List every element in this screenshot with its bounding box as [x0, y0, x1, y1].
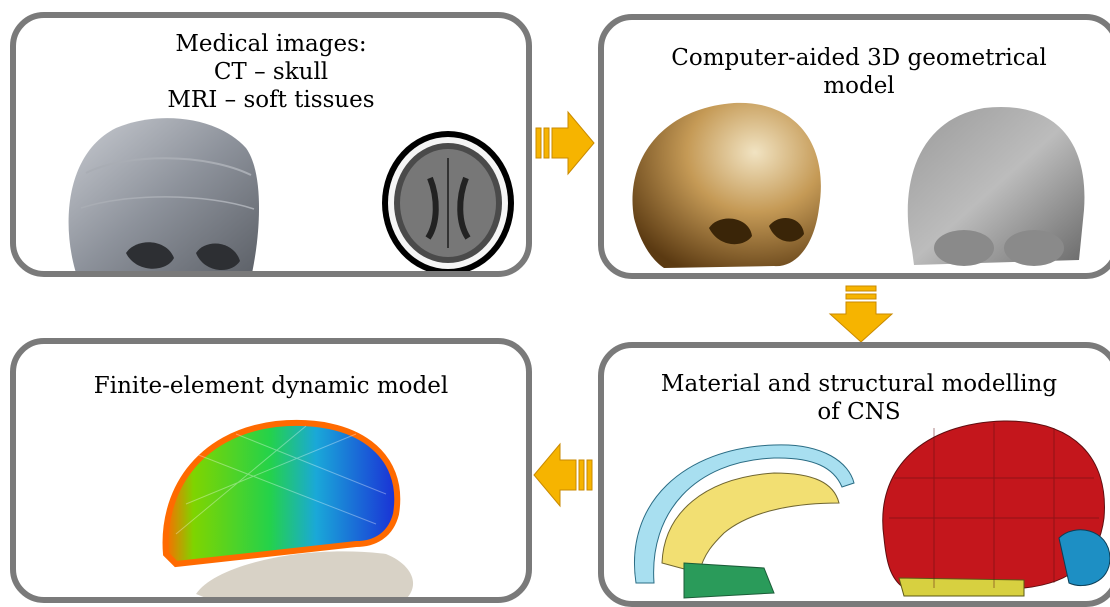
cns-brain-mesh-render [882, 420, 1110, 597]
title-line: Material and structural modelling [660, 371, 1058, 397]
panel-medical-images: Medical images: CT – skull MRI – soft ti… [10, 12, 532, 277]
arrow-down-icon [828, 285, 894, 343]
title-line: MRI – soft tissues [167, 87, 375, 113]
title-line: Finite-element dynamic model [93, 373, 449, 399]
arrow-right-icon [535, 110, 595, 176]
cns-midline-mesh-render [634, 444, 855, 599]
panel-cad-title: Computer-aided 3D geometrical model [604, 44, 1110, 100]
mri-brain-slice [382, 131, 514, 271]
panel-medical-title: Medical images: CT – skull MRI – soft ti… [16, 30, 526, 114]
ct-skull-render [68, 118, 259, 271]
title-line: CT – skull [213, 59, 329, 85]
title-line: of CNS [817, 399, 901, 425]
panel-fem-title: Finite-element dynamic model [16, 372, 526, 400]
arrow-left-icon [533, 442, 593, 508]
cad-skull-render [632, 102, 821, 268]
panel-fem-model: Finite-element dynamic model [10, 338, 532, 603]
panel-material-modelling: Material and structural modelling of CNS [598, 342, 1110, 607]
title-line: Medical images: [175, 31, 367, 57]
title-line: Computer-aided 3D geometrical [671, 45, 1047, 71]
title-line: model [823, 73, 895, 99]
panel-cad-model: Computer-aided 3D geometrical model [598, 14, 1110, 279]
panel-material-title: Material and structural modelling of CNS [604, 370, 1110, 426]
fem-head-render [162, 420, 414, 597]
cad-mesh-surface-render [907, 106, 1085, 266]
